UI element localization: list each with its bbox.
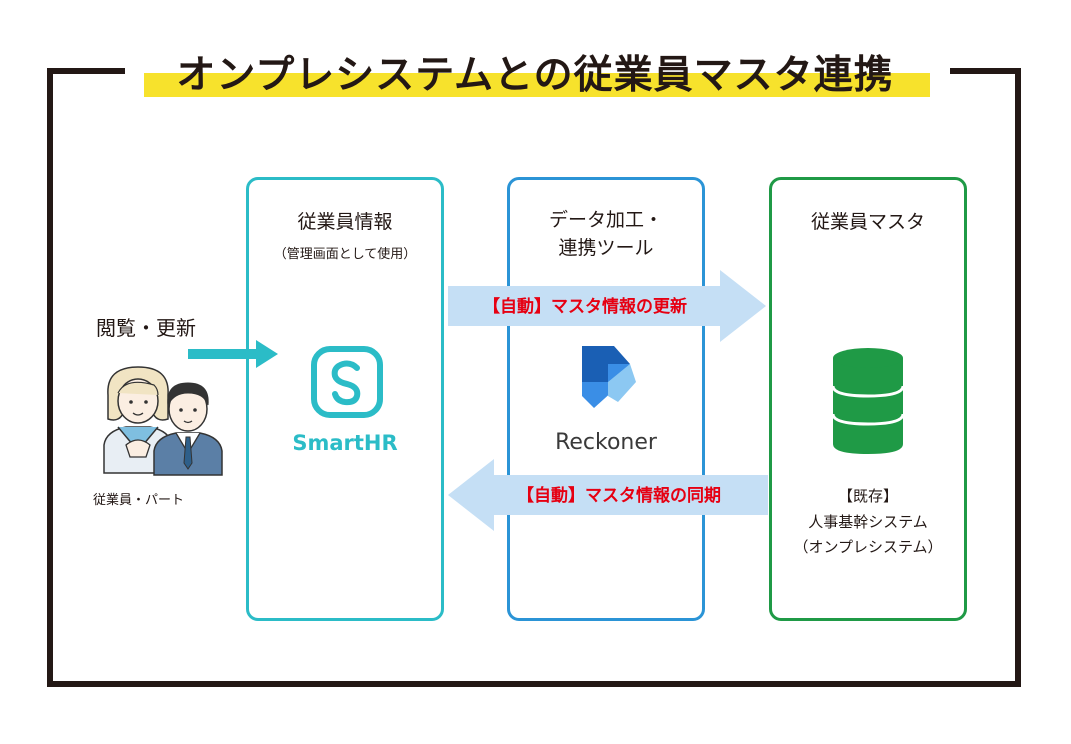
frame-top-right [950,68,1021,74]
woman-figure [103,366,173,474]
title-block: オンプレシステムとの従業員マスタ連携 [120,40,950,100]
page-title: オンプレシステムとの従業員マスタ連携 [176,53,894,98]
view-update-label: 閲覧・更新 [96,316,196,340]
update-arrow-label: 【自動】マスタ情報の更新 [483,297,687,317]
smarthr-box-title: 従業員情報 [297,211,393,233]
diagram-frame [47,68,1021,687]
sync-arrow [448,459,768,531]
smarthr-logo-icon [311,346,383,418]
users-caption: 従業員・パート [93,493,185,508]
smarthr-box-subtitle: （管理画面として使用） [273,247,417,262]
employee-master-box-title: 従業員マスタ [810,211,925,233]
reckoner-box-title-line2: 連携ツール [558,237,654,259]
frame-top-left [47,68,125,74]
title-highlight [144,73,930,97]
employee-master-caption-line2: 人事基幹システム [808,513,928,531]
update-arrow [448,270,766,342]
employee-master-box: 従業員マスタ 【既存】 人事基幹システム （オンプレシステム） [769,177,967,621]
sync-arrow-label: 【自動】マスタ情報の同期 [517,486,721,506]
employee-master-caption-line1: 【既存】 [837,487,898,505]
reckoner-logo-text: Reckoner [555,430,657,455]
reckoner-logo-icon [582,346,636,408]
reckoner-box: データ加工・ 連携ツール Reckoner [507,177,705,621]
man-figure [153,382,223,476]
reckoner-box-title-line1: データ加工・ [548,209,663,231]
smarthr-box: 従業員情報 （管理画面として使用） SmartHR [246,177,444,621]
smarthr-logo-text: SmartHR [292,431,398,455]
database-icon [831,348,905,454]
users-illustration [103,366,223,476]
view-update-arrow [188,340,278,368]
employee-master-caption-line3: （オンプレシステム） [793,538,943,556]
